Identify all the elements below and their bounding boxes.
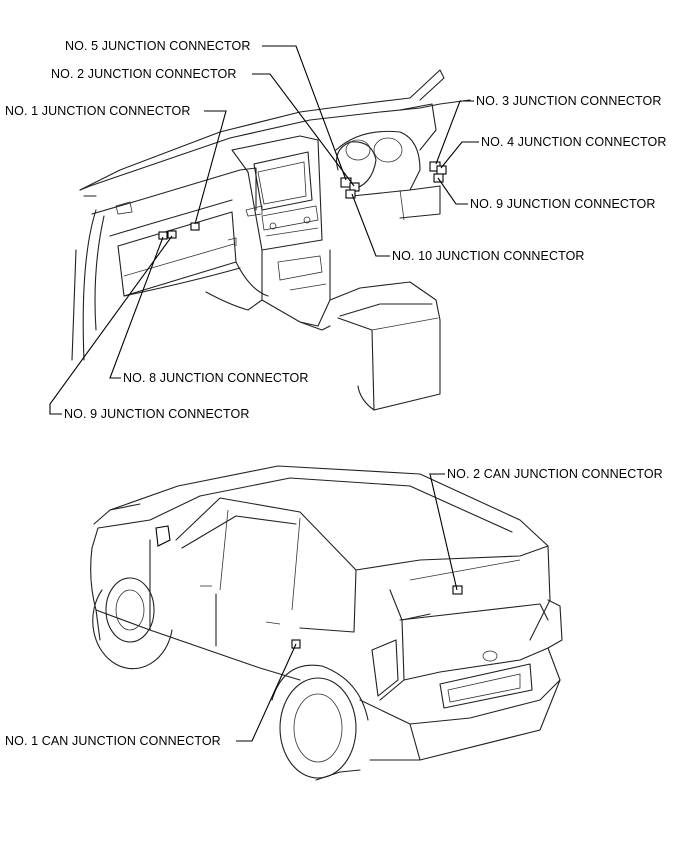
no9-junction-connector-left-marker: [167, 230, 177, 239]
label-no5-junction-connector: NO. 5 JUNCTION CONNECTOR: [64, 39, 252, 53]
label-no2-junction-connector: NO. 2 JUNCTION CONNECTOR: [50, 67, 238, 81]
dashboard-connectors: [158, 161, 447, 240]
label-no2-can-junction-connector: NO. 2 CAN JUNCTION CONNECTOR: [446, 467, 664, 481]
label-no10-junction-connector: NO. 10 JUNCTION CONNECTOR: [391, 249, 586, 263]
vehicle-illustration: [90, 465, 563, 781]
no1-junction-connector-marker: [190, 222, 200, 231]
no8-junction-connector-marker: [158, 231, 168, 240]
label-no8-junction-connector: NO. 8 JUNCTION CONNECTOR: [122, 371, 310, 385]
label-no3-junction-connector: NO. 3 JUNCTION CONNECTOR: [475, 94, 663, 108]
no10-junction-connector-marker: [345, 189, 356, 199]
label-no9-junction-connector-left: NO. 9 JUNCTION CONNECTOR: [63, 407, 251, 421]
label-no1-junction-connector: NO. 1 JUNCTION CONNECTOR: [4, 104, 192, 118]
dashboard-illustration: [71, 69, 471, 411]
label-no9-junction-connector-right: NO. 9 JUNCTION CONNECTOR: [469, 197, 657, 211]
label-no1-can-junction-connector: NO. 1 CAN JUNCTION CONNECTOR: [4, 734, 222, 748]
dashboard-leader-lines: [49, 45, 479, 415]
label-no4-junction-connector: NO. 4 JUNCTION CONNECTOR: [480, 135, 668, 149]
no2-can-junction-connector-marker: [452, 585, 463, 595]
vehicle-leader-lines: [236, 473, 458, 742]
vehicle-connectors: [291, 585, 463, 649]
